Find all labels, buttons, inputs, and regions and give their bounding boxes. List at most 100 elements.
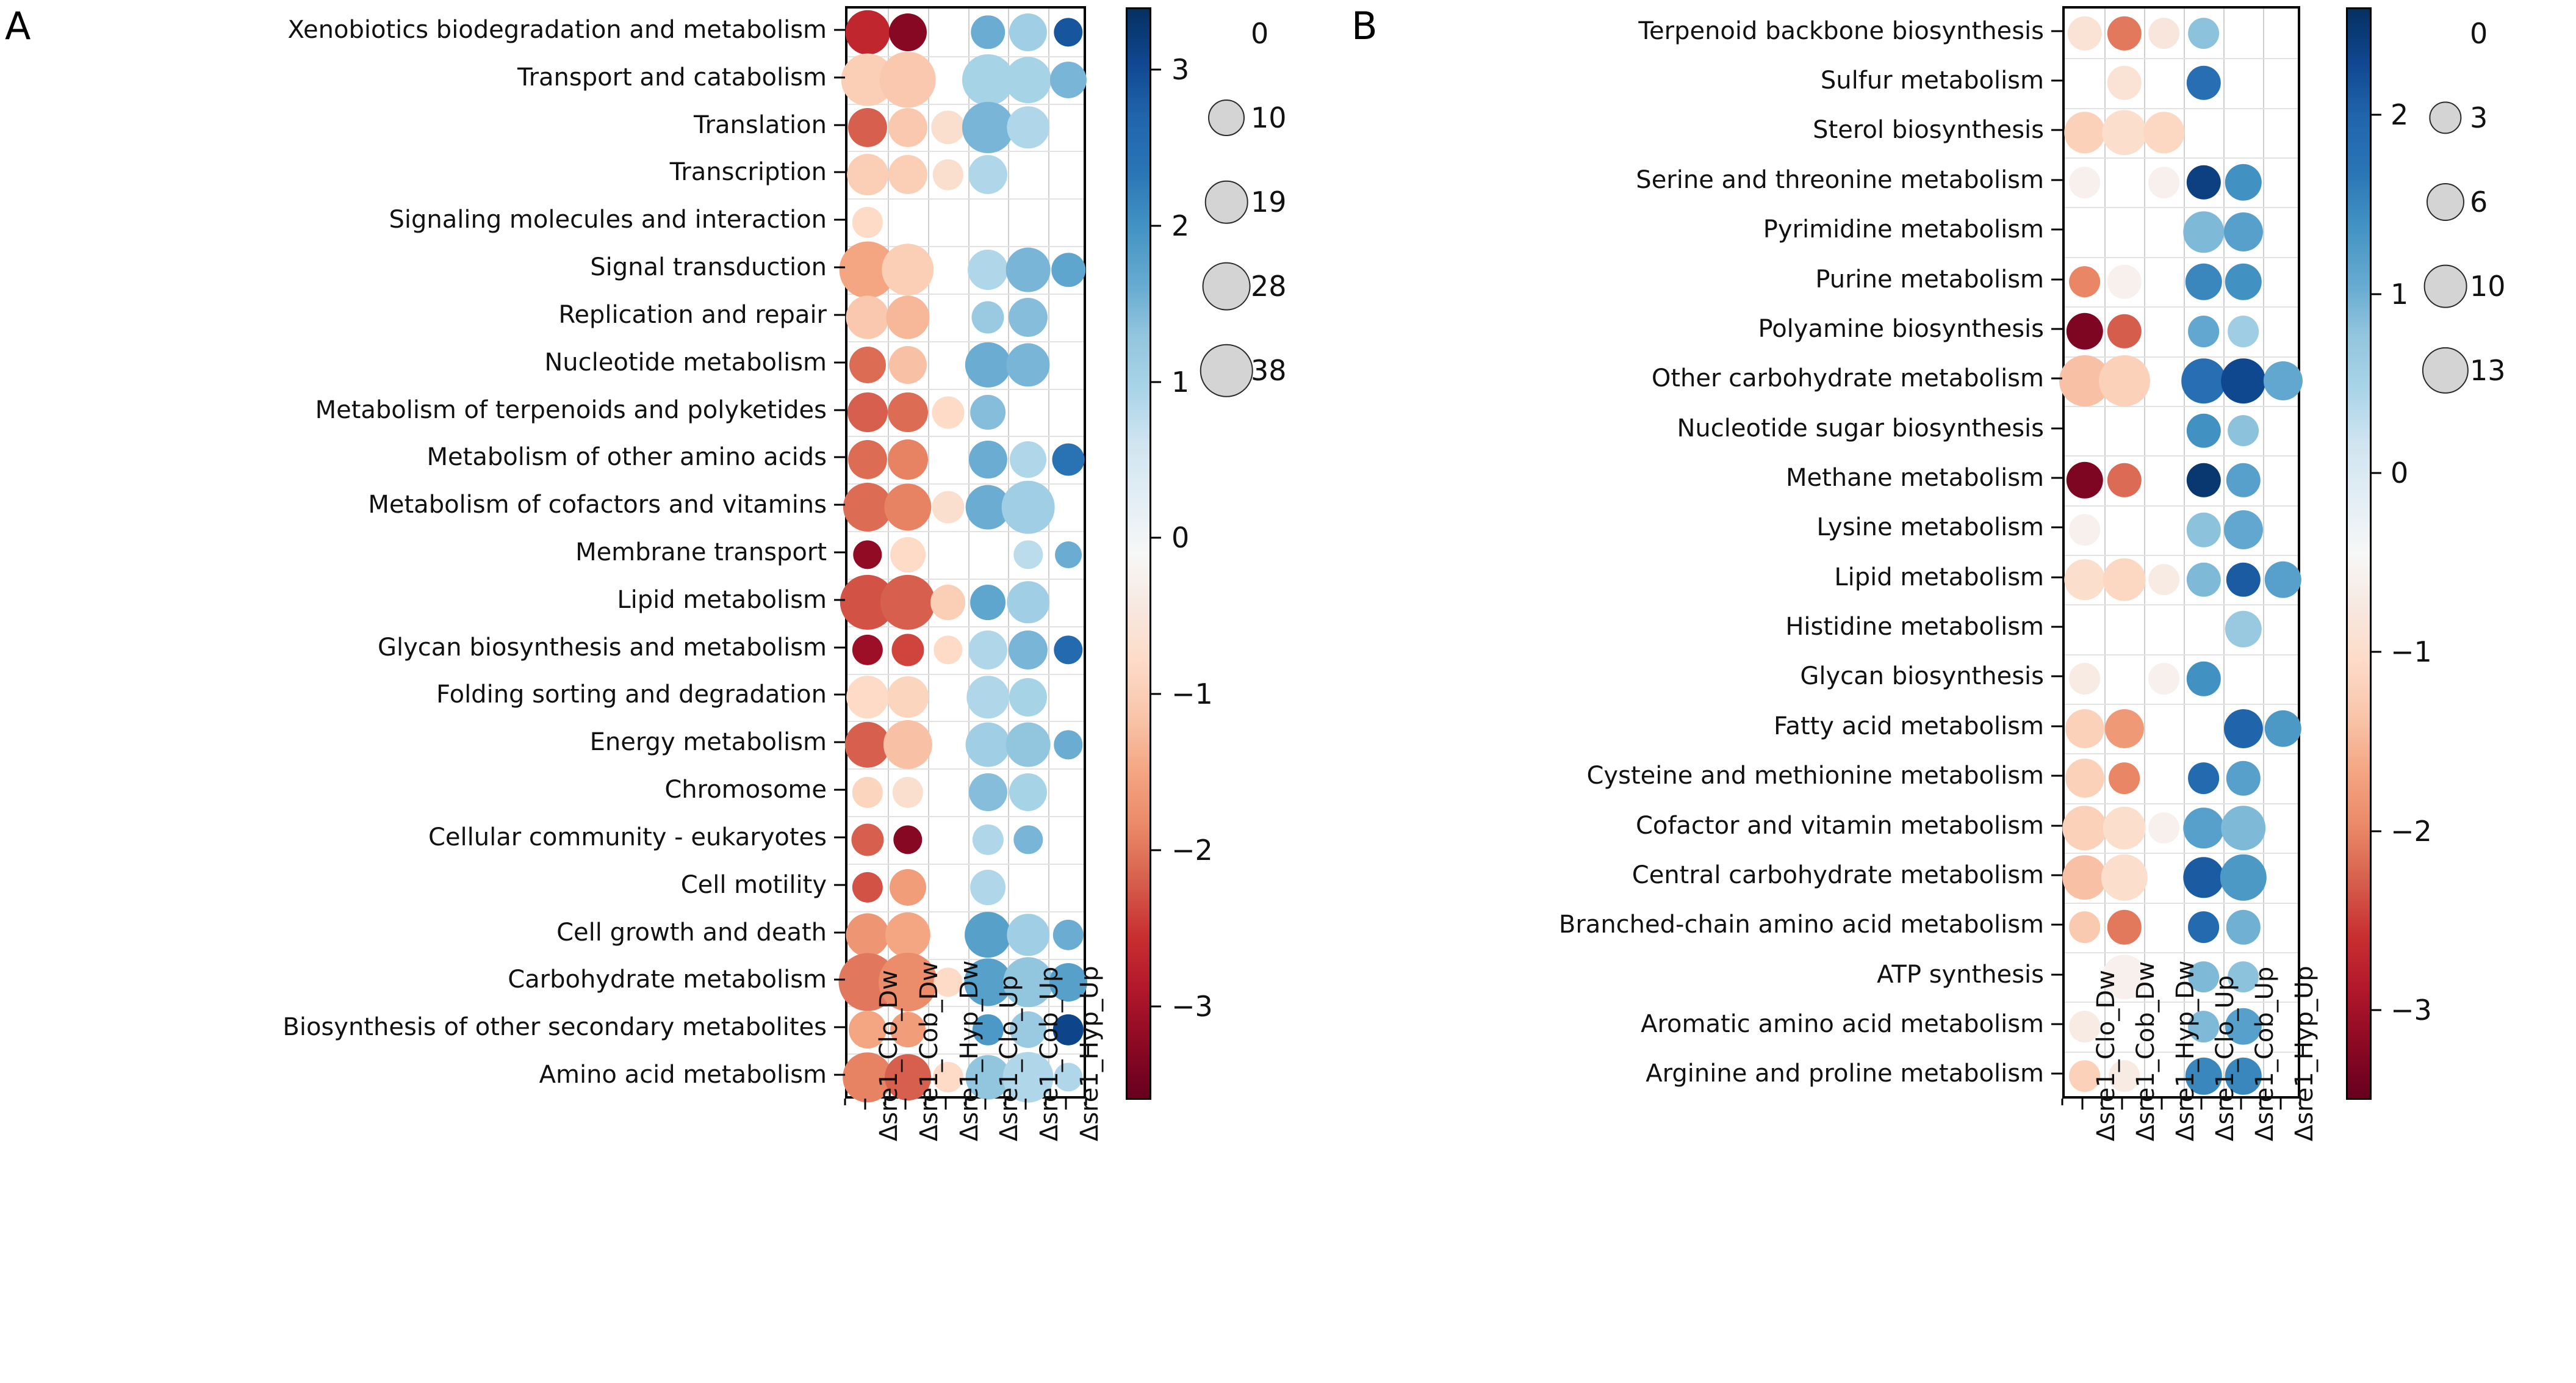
grid-line-horizontal [2065, 157, 2298, 159]
y-tick-mark [834, 456, 845, 458]
data-bubble [2062, 855, 2107, 900]
grid-line-vertical [2104, 9, 2106, 1096]
data-bubble [968, 155, 1008, 195]
x-tick-mark [2200, 1099, 2202, 1110]
y-axis-label: Fatty acid metabolism [1774, 712, 2044, 740]
grid-line-horizontal [2065, 704, 2298, 706]
grid-line-vertical [2223, 9, 2225, 1096]
colorbar-tick-mark [1151, 225, 1161, 227]
size-legend-label: 10 [2470, 270, 2506, 303]
y-axis-label: Sulfur metabolism [1820, 67, 2044, 95]
y-tick-mark [834, 266, 845, 269]
y-tick-mark [834, 1026, 845, 1028]
size-legend-bubble [1200, 344, 1253, 397]
data-bubble [892, 776, 923, 808]
data-bubble [884, 483, 932, 531]
data-bubble [847, 107, 887, 147]
data-bubble [1006, 722, 1051, 767]
data-bubble [1052, 1014, 1084, 1045]
data-bubble [2068, 911, 2101, 944]
data-bubble [2181, 358, 2226, 404]
data-bubble [2107, 910, 2142, 945]
colorbar-tick-label: 1 [1171, 365, 1190, 399]
x-tick-mark [2279, 1099, 2281, 1110]
y-tick-mark [834, 978, 845, 981]
data-bubble [2225, 164, 2262, 201]
data-bubble [933, 635, 963, 665]
x-tick-minor [844, 1099, 846, 1105]
size-legend-bubble [2429, 101, 2462, 134]
grid-line-horizontal [2065, 256, 2298, 258]
data-bubble [852, 872, 883, 903]
y-tick-mark [834, 646, 845, 649]
colorbar-tick-label: −2 [2391, 814, 2432, 848]
data-bubble [2068, 1060, 2101, 1092]
x-tick-minor [2299, 1099, 2301, 1105]
y-tick-mark [2051, 923, 2062, 926]
data-bubble [2108, 1060, 2140, 1092]
y-axis-label: Chromosome [664, 776, 827, 804]
data-bubble [970, 869, 1006, 905]
data-bubble [971, 301, 1004, 334]
colorbar-tick-mark [1151, 381, 1161, 383]
panel-a-letter: A [5, 4, 31, 48]
data-bubble [2066, 312, 2103, 350]
y-axis-label: Methane metabolism [1785, 463, 2044, 492]
y-tick-mark [834, 314, 845, 316]
y-axis-label: Replication and repair [558, 300, 827, 329]
data-bubble [887, 392, 928, 433]
grid-line-horizontal [847, 56, 1084, 57]
data-bubble [2185, 263, 2222, 300]
data-bubble [1054, 1063, 1083, 1092]
colorbar-tick-label: −1 [1171, 677, 1213, 711]
grid-line-horizontal [847, 198, 1084, 200]
grid-line-vertical [2263, 9, 2264, 1096]
data-bubble [933, 967, 963, 997]
data-bubble [930, 110, 965, 145]
data-bubble [888, 345, 927, 384]
grid-line-horizontal [847, 863, 1084, 865]
size-legend-label: 10 [1251, 101, 1287, 134]
data-bubble [843, 483, 892, 532]
data-bubble [2107, 65, 2142, 101]
grid-line-horizontal [847, 816, 1084, 818]
grid-line-horizontal [2065, 356, 2298, 358]
data-bubble [880, 574, 935, 630]
data-bubble [1052, 919, 1084, 950]
y-axis-label: Lipid metabolism [617, 585, 827, 614]
data-bubble [966, 676, 1010, 719]
data-bubble [885, 912, 930, 958]
y-tick-mark [2051, 129, 2062, 131]
data-bubble [1009, 773, 1048, 812]
y-axis-label: Pyrimidine metabolism [1763, 215, 2044, 244]
data-bubble [2065, 709, 2104, 748]
x-axis-label: Δsre1_Clo_Up [2211, 975, 2239, 1141]
data-bubble [2063, 112, 2106, 154]
grid-line-horizontal [847, 531, 1084, 533]
colorbar-tick-mark [1151, 1005, 1161, 1008]
data-bubble [890, 537, 926, 572]
y-tick-mark [834, 789, 845, 791]
x-tick-mark [864, 1099, 866, 1110]
y-axis-label: Energy metabolism [589, 728, 827, 757]
data-bubble [2107, 463, 2142, 498]
panel-a: A Xenobiotics biodegradation and metabol… [0, 0, 1287, 1383]
y-tick-mark [2051, 874, 2062, 876]
y-axis-label: Membrane transport [575, 538, 827, 566]
data-bubble [887, 676, 929, 718]
y-tick-mark [2051, 30, 2062, 32]
data-bubble [966, 1055, 1010, 1100]
data-bubble [2187, 315, 2220, 347]
panel-b-colorbar [2346, 7, 2372, 1100]
y-tick-mark [834, 551, 845, 554]
y-axis-label: Amino acid metabolism [539, 1061, 827, 1089]
x-tick-minor [924, 1099, 927, 1105]
data-bubble [2264, 710, 2301, 747]
y-tick-mark [2051, 179, 2062, 181]
grid-line-horizontal [847, 1053, 1084, 1055]
data-bubble [962, 101, 1014, 153]
y-tick-mark [2051, 228, 2062, 231]
grid-line-vertical [968, 9, 970, 1096]
y-tick-mark [2051, 626, 2062, 628]
y-tick-mark [834, 693, 845, 696]
